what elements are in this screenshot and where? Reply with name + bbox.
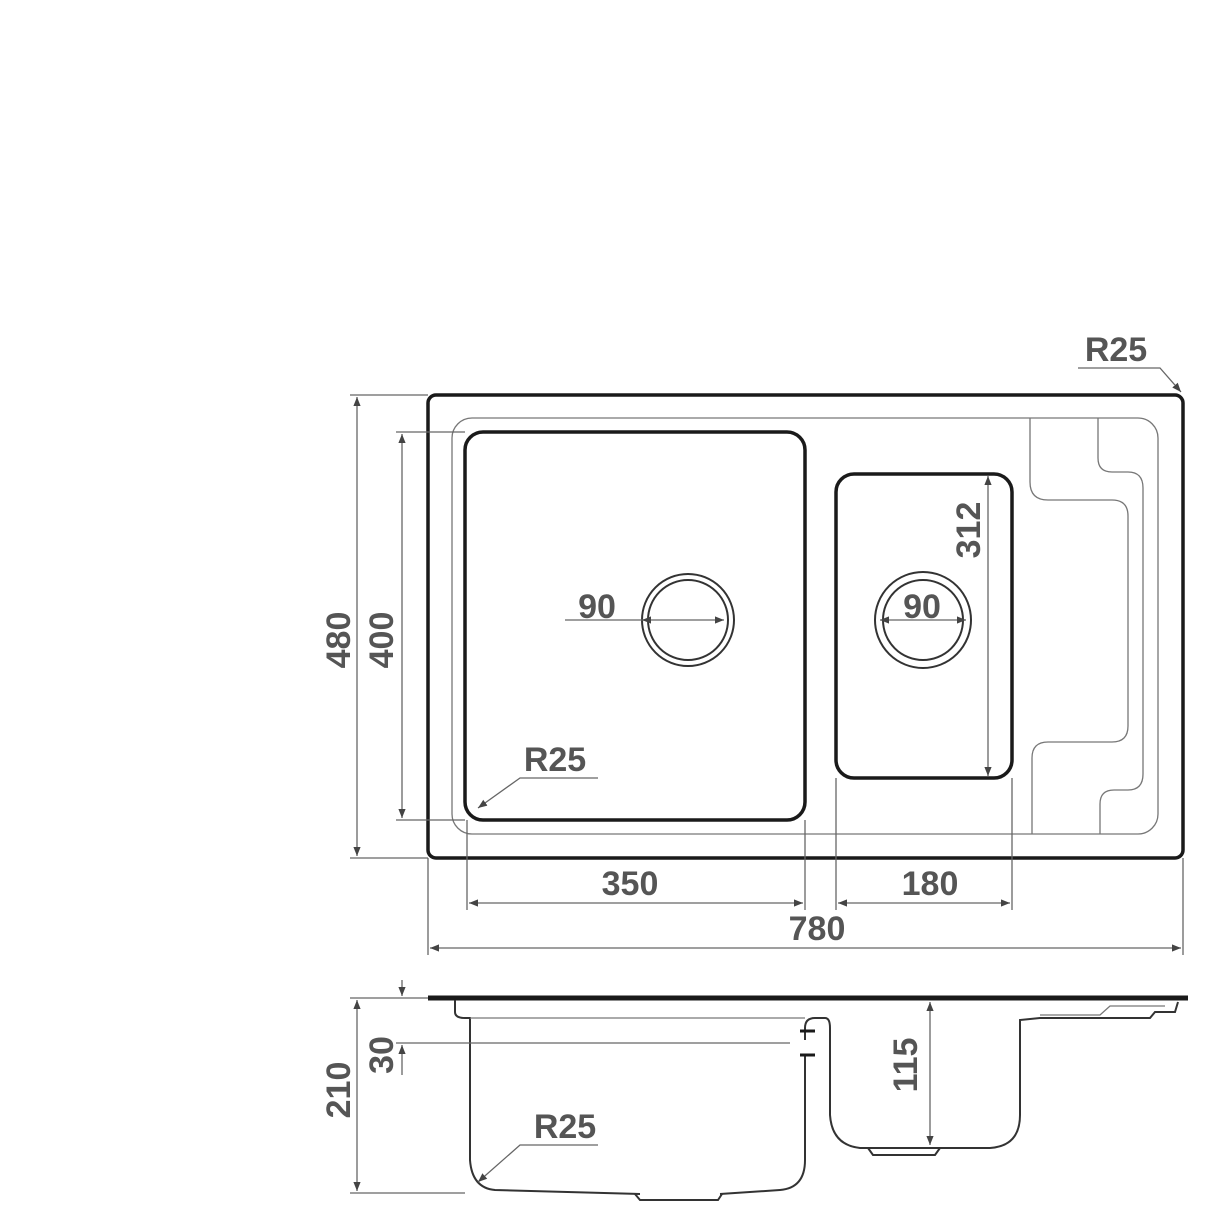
dim-main-bowl-depth: 400	[363, 612, 401, 669]
side-view: 210 30 115 R25	[320, 980, 1188, 1201]
dim-corner-radius: R25	[1085, 331, 1147, 369]
top-view: 480 400 350 180 780 312 90 90 R25 R25	[320, 331, 1185, 955]
dim-overall-width: 780	[789, 910, 846, 948]
drainboard-groove	[1097, 418, 1144, 834]
drainboard-groove	[1029, 418, 1129, 834]
dim-small-drain: 90	[903, 588, 941, 626]
dim-main-bowl-radius: R25	[524, 741, 586, 779]
dim-main-drain: 90	[578, 588, 616, 626]
dim-small-bowl-depth: 312	[950, 502, 988, 559]
dim-rim-offset: 30	[363, 1036, 401, 1074]
dim-bowl-radius: R25	[534, 1108, 596, 1146]
dim-main-bowl-width: 350	[602, 865, 659, 903]
main-drain-stub	[634, 1193, 723, 1201]
dim-small-bowl-width: 180	[902, 865, 959, 903]
small-bowl-profile	[804, 1001, 1179, 1149]
main-bowl-profile	[454, 1000, 806, 1195]
dim-total-height: 210	[320, 1062, 358, 1119]
main-bowl	[463, 430, 807, 822]
small-drain-stub	[867, 1147, 941, 1156]
small-bowl	[834, 472, 1014, 780]
dim-overall-depth: 480	[320, 612, 358, 669]
dim-small-bowl-height: 115	[887, 1038, 925, 1093]
